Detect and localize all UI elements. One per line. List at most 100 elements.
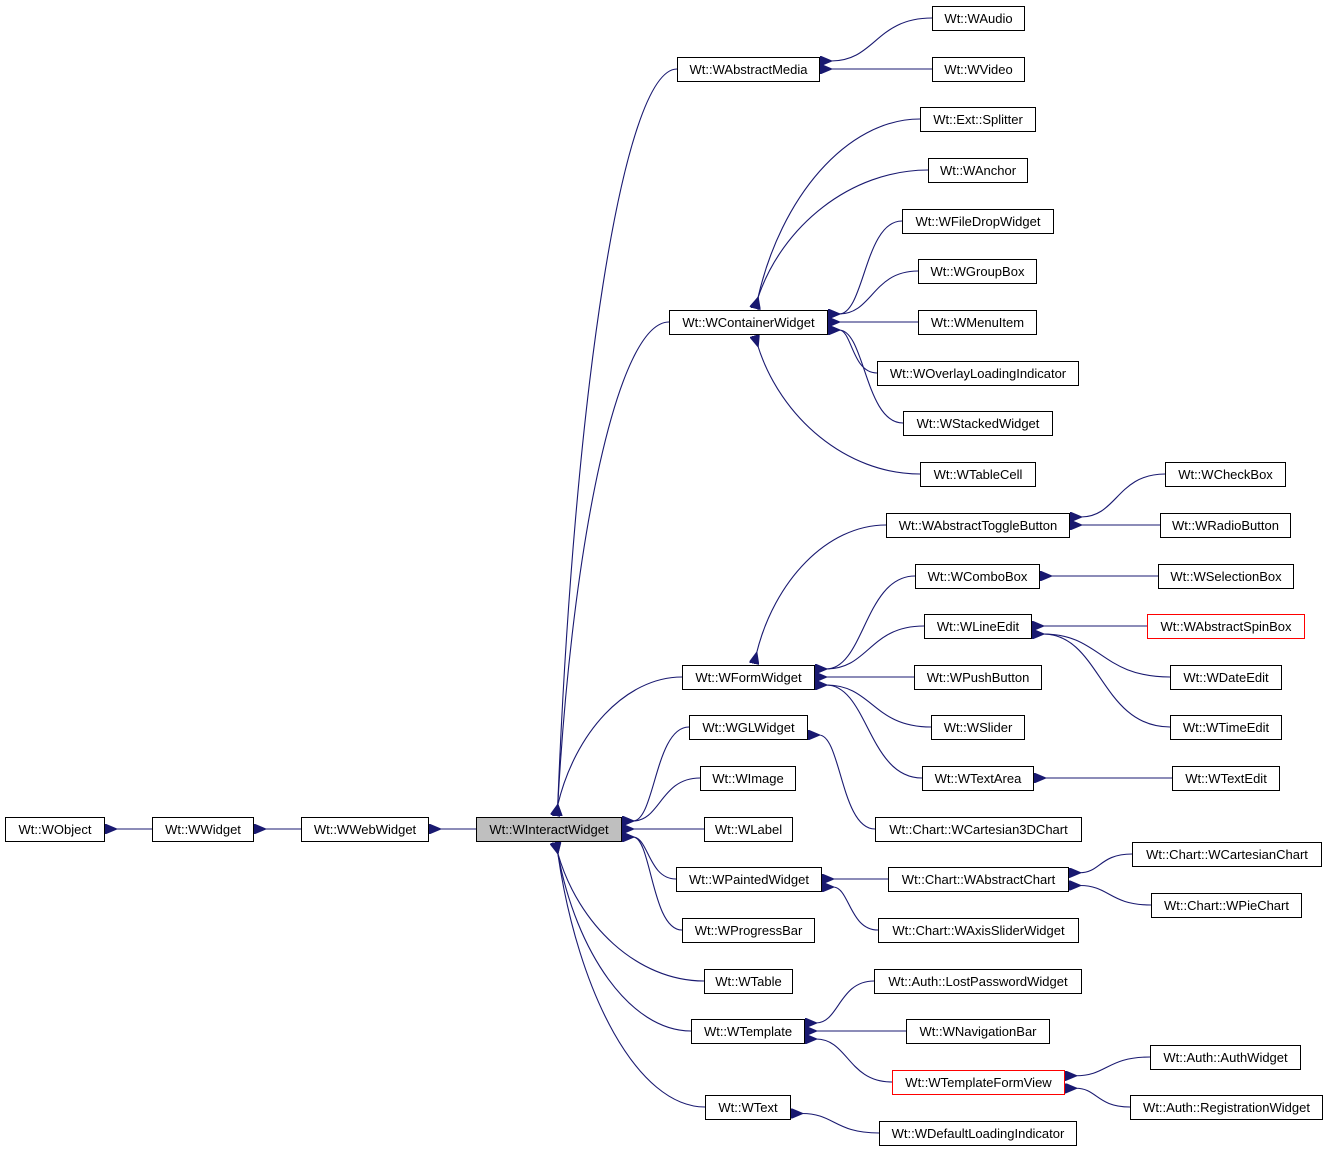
- class-node-w-label[interactable]: Wt::WLabel: [704, 817, 793, 842]
- inheritance-edge-w-line-edit-to-w-form-widget: [826, 625, 925, 669]
- class-node-box: [677, 57, 820, 82]
- class-node-box: [920, 107, 1036, 132]
- class-node-w-file-drop-widget[interactable]: Wt::WFileDropWidget: [902, 209, 1054, 234]
- class-node-label: Wt::WGroupBox: [931, 264, 1025, 279]
- class-node-box: [875, 817, 1082, 842]
- class-node-w-text[interactable]: Wt::WText: [705, 1095, 791, 1120]
- class-node-label: Wt::WImage: [712, 771, 784, 786]
- class-node-label: Wt::Ext::Splitter: [933, 112, 1023, 127]
- class-node-w-axis-slider-widget[interactable]: Wt::Chart::WAxisSliderWidget: [878, 918, 1079, 943]
- class-node-box: [1170, 715, 1282, 740]
- class-node-w-anchor[interactable]: Wt::WAnchor: [928, 158, 1028, 183]
- class-node-w-template-form-view[interactable]: Wt::WTemplateFormView: [892, 1070, 1065, 1095]
- class-node-box: [691, 1019, 805, 1044]
- class-node-w-group-box[interactable]: Wt::WGroupBox: [918, 259, 1037, 284]
- class-node-splitter[interactable]: Wt::Ext::Splitter: [920, 107, 1036, 132]
- class-node-w-table[interactable]: Wt::WTable: [704, 969, 793, 994]
- class-node-w-widget[interactable]: Wt::WWidget: [152, 817, 254, 842]
- class-node-w-time-edit[interactable]: Wt::WTimeEdit: [1170, 715, 1282, 740]
- class-node-box: [1132, 842, 1322, 867]
- class-node-w-interact-widget[interactable]: Wt::WInteractWidget: [476, 817, 622, 842]
- class-node-w-selection-box[interactable]: Wt::WSelectionBox: [1158, 564, 1294, 589]
- inheritance-edge-w-date-edit-to-w-line-edit: [1043, 634, 1171, 678]
- inheritance-edge-w-table-cell-to-w-container-widget: [758, 346, 921, 475]
- class-node-w-abstract-chart[interactable]: Wt::Chart::WAbstractChart: [888, 867, 1069, 892]
- class-node-box: [704, 969, 793, 994]
- class-node-w-stacked-widget[interactable]: Wt::WStackedWidget: [903, 411, 1053, 436]
- class-node-label: Wt::WPushButton: [927, 670, 1030, 685]
- class-node-w-image[interactable]: Wt::WImage: [700, 766, 796, 791]
- class-node-w-pie-chart[interactable]: Wt::Chart::WPieChart: [1151, 893, 1302, 918]
- inheritance-edge-w-painted-widget-to-w-interact-widget: [633, 837, 677, 880]
- class-node-w-overlay-loading-indicator[interactable]: Wt::WOverlayLoadingIndicator: [877, 361, 1079, 386]
- class-node-wgl-widget[interactable]: Wt::WGLWidget: [689, 715, 808, 740]
- class-node-box: [892, 1070, 1065, 1095]
- class-node-label: Wt::WAudio: [944, 11, 1012, 26]
- class-node-w-radio-button[interactable]: Wt::WRadioButton: [1160, 513, 1291, 538]
- class-node-box: [682, 918, 815, 943]
- class-node-w-abstract-media[interactable]: Wt::WAbstractMedia: [677, 57, 820, 82]
- inheritance-edge-w-time-edit-to-w-line-edit: [1043, 634, 1171, 728]
- class-node-label: Wt::Chart::WAbstractChart: [902, 872, 1056, 887]
- class-node-w-text-edit[interactable]: Wt::WTextEdit: [1172, 766, 1280, 791]
- inheritance-edge-w-template-to-w-interact-widget: [558, 853, 692, 1032]
- class-node-w-abstract-toggle-button[interactable]: Wt::WAbstractToggleButton: [886, 513, 1070, 538]
- class-node-w-progress-bar[interactable]: Wt::WProgressBar: [682, 918, 815, 943]
- class-node-box: [924, 614, 1032, 639]
- class-node-w-audio[interactable]: Wt::WAudio: [932, 6, 1025, 31]
- class-node-label: Wt::WTemplateFormView: [905, 1075, 1052, 1090]
- class-node-box: [932, 6, 1025, 31]
- class-node-label: Wt::WFileDropWidget: [916, 214, 1041, 229]
- inheritance-edge-w-cartesian-chart-to-w-abstract-chart: [1080, 853, 1133, 873]
- class-node-label: Wt::Auth::RegistrationWidget: [1143, 1100, 1310, 1115]
- class-node-w-push-button[interactable]: Wt::WPushButton: [914, 665, 1042, 690]
- class-node-label: Wt::Chart::WPieChart: [1164, 898, 1289, 913]
- class-node-box: [918, 310, 1037, 335]
- class-node-box: [301, 817, 429, 842]
- class-node-auth-widget[interactable]: Wt::Auth::AuthWidget: [1150, 1045, 1301, 1070]
- class-node-w-painted-widget[interactable]: Wt::WPaintedWidget: [676, 867, 822, 892]
- class-node-w-web-widget[interactable]: Wt::WWebWidget: [301, 817, 429, 842]
- class-node-w-slider[interactable]: Wt::WSlider: [931, 715, 1025, 740]
- class-node-w-date-edit[interactable]: Wt::WDateEdit: [1170, 665, 1282, 690]
- class-node-w-object[interactable]: Wt::WObject: [5, 817, 105, 842]
- class-node-w-template[interactable]: Wt::WTemplate: [691, 1019, 805, 1044]
- inheritance-edge-splitter-to-w-container-widget: [758, 118, 921, 298]
- class-node-w-video[interactable]: Wt::WVideo: [932, 57, 1025, 82]
- inheritance-edge-w-template-form-view-to-w-template: [816, 1039, 893, 1083]
- class-node-w-form-widget[interactable]: Wt::WFormWidget: [682, 665, 815, 690]
- class-node-w-cartesian-chart[interactable]: Wt::Chart::WCartesianChart: [1132, 842, 1322, 867]
- class-node-label: Wt::WTextArea: [935, 771, 1022, 786]
- class-node-w-container-widget[interactable]: Wt::WContainerWidget: [669, 310, 828, 335]
- class-node-w-table-cell[interactable]: Wt::WTableCell: [920, 462, 1036, 487]
- class-node-label: Wt::WProgressBar: [695, 923, 803, 938]
- class-node-w-abstract-spin-box[interactable]: Wt::WAbstractSpinBox: [1147, 614, 1305, 639]
- class-node-box: [1158, 564, 1294, 589]
- class-node-label: Wt::WStackedWidget: [917, 416, 1040, 431]
- class-node-box: [1172, 766, 1280, 791]
- class-node-w-navigation-bar[interactable]: Wt::WNavigationBar: [906, 1019, 1050, 1044]
- class-node-box: [152, 817, 254, 842]
- class-node-w-line-edit[interactable]: Wt::WLineEdit: [924, 614, 1032, 639]
- class-node-box: [918, 259, 1037, 284]
- class-node-w-menu-item[interactable]: Wt::WMenuItem: [918, 310, 1037, 335]
- class-node-label: Wt::WText: [718, 1100, 778, 1115]
- class-node-w-check-box[interactable]: Wt::WCheckBox: [1165, 462, 1286, 487]
- class-node-box: [1147, 614, 1305, 639]
- class-node-label: Wt::WPaintedWidget: [689, 872, 809, 887]
- class-node-label: Wt::WAbstractSpinBox: [1161, 619, 1292, 634]
- class-node-w-text-area[interactable]: Wt::WTextArea: [922, 766, 1034, 791]
- class-node-registration-widget[interactable]: Wt::Auth::RegistrationWidget: [1130, 1095, 1323, 1120]
- class-node-w-cartesian3-d-chart[interactable]: Wt::Chart::WCartesian3DChart: [875, 817, 1082, 842]
- class-node-box: [682, 665, 815, 690]
- class-node-label: Wt::WTimeEdit: [1183, 720, 1270, 735]
- inheritance-edge-lost-password-widget-to-w-template: [816, 980, 875, 1023]
- class-node-box: [704, 817, 793, 842]
- class-node-box: [878, 918, 1079, 943]
- class-node-box: [700, 766, 796, 791]
- class-node-w-combo-box[interactable]: Wt::WComboBox: [915, 564, 1040, 589]
- class-node-lost-password-widget[interactable]: Wt::Auth::LostPasswordWidget: [874, 969, 1082, 994]
- class-node-w-default-loading-indicator[interactable]: Wt::WDefaultLoadingIndicator: [879, 1121, 1077, 1146]
- inheritance-edge-w-pie-chart-to-w-abstract-chart: [1080, 886, 1152, 906]
